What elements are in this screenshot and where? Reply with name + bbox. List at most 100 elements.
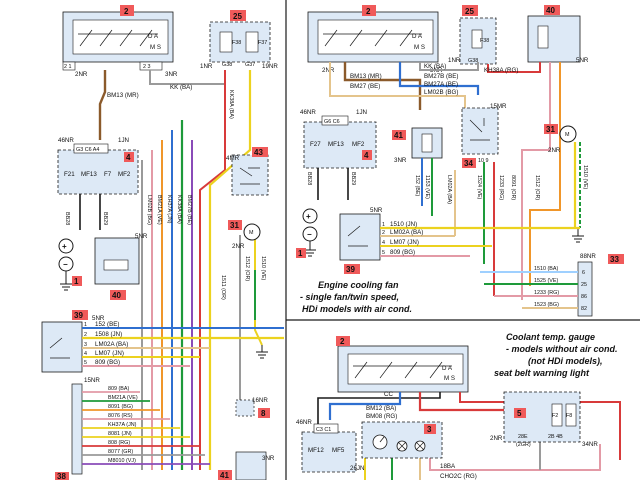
r-crow-label-4: 1523 (BG) — [534, 302, 559, 308]
b-label-bm12: BM12 (BA) — [366, 405, 396, 412]
wire-kk-grey — [149, 70, 226, 85]
ref-badge-1-label: 1 — [74, 277, 79, 286]
r-motor-31 — [559, 125, 577, 143]
fuse-f37 — [245, 31, 259, 53]
r-ref-badge-4-label: 4 — [364, 151, 369, 160]
r-label-5nr-39: 5NR — [370, 207, 383, 214]
r-ref-badge-4 — [362, 150, 372, 160]
mrow-label-9: M8010 (VJ) — [108, 458, 136, 464]
r-srow-pin-2: 2 — [382, 230, 385, 236]
b-switch-contacts — [353, 361, 452, 379]
b-fuse-f2 — [551, 403, 563, 427]
ref-badge-43-label: 43 — [254, 148, 263, 157]
r-crow-pin-1: 6 — [582, 270, 585, 276]
battery-ground — [60, 271, 72, 291]
b-fuse-f8 — [565, 403, 577, 427]
connector-15nr — [71, 383, 83, 475]
vlabel-kh37a: KH37A (JN) — [166, 195, 172, 224]
label-bb29: BB29 — [102, 212, 108, 225]
mrow-label-8: 8077 (GR) — [108, 449, 133, 455]
r-label-15mr: 15MR — [490, 103, 507, 110]
b-ignition-inner — [347, 353, 464, 385]
pin-g38-label: G38 — [222, 62, 232, 68]
row-label-4: LM07 (JN) — [95, 350, 124, 357]
vlabel-1510-left: 1510 (VE) — [260, 256, 266, 280]
r-srow-pin-4: 5 — [382, 250, 385, 256]
r-label-2nr: 2NR — [322, 67, 335, 74]
r-wire-black-fuse — [317, 168, 349, 200]
r-ref-badge-1-label: 1 — [298, 249, 303, 258]
row-pin-3: 3 — [84, 342, 87, 348]
ref-badge-41-left-label: 41 — [220, 471, 229, 480]
fuse-f38 — [219, 31, 233, 53]
row-pin-1: 1 — [84, 322, 87, 328]
r-fusebox-pins — [321, 115, 349, 126]
switch-contacts — [78, 29, 158, 47]
r-srow-label-4: 809 (BG) — [390, 249, 415, 256]
label-46nr: 46NR — [58, 137, 74, 144]
component-39-box — [41, 321, 83, 373]
r-switch-contacts — [323, 29, 422, 47]
r-crow-pin-2: 25 — [581, 282, 587, 288]
r-vlabel-1512: 1512 (OR) — [534, 175, 540, 200]
r-wire-red — [487, 62, 541, 73]
r-ignition-inner — [317, 19, 434, 55]
vlabel-kk38a-2: KK38A (BA) — [228, 90, 234, 119]
b-pins-2b4b: 2B 4B — [548, 434, 563, 440]
motor-31 — [243, 223, 261, 241]
b-ref-badge-5-label: 5 — [517, 409, 522, 418]
r-component-40 — [527, 15, 581, 63]
r-srow-label-1: 1510 (JN) — [390, 221, 417, 228]
row-label-5: 809 (BG) — [95, 359, 120, 366]
r-ref-badge-25 — [462, 5, 478, 16]
r-ground — [572, 228, 584, 243]
r-ref-badge-41-label: 41 — [394, 131, 403, 140]
r-vlabel-1233: 1233 (RG) — [498, 175, 504, 200]
b-pin-2gr: (2GR) — [516, 442, 531, 448]
r-wire-pink — [521, 62, 551, 300]
b-label-bm08: BM08 (RG) — [366, 413, 397, 420]
vlabel-1511-left: 1511 (OR) — [220, 275, 226, 300]
fuse-mf2: MF2 — [118, 171, 131, 178]
r-crow-pin-4: 82 — [581, 306, 587, 312]
connector-8 — [235, 399, 255, 417]
right-diagram: D A M S 2 2NR 3NR 25 F38 G38 1NR 40 5NR … — [296, 5, 624, 317]
b-fusebox-pins — [313, 423, 339, 434]
fuse-mf13: MF13 — [81, 171, 97, 178]
b-ref-badge-3-label: 3 — [427, 425, 432, 434]
r-vlabel-lm02a: LM02A (BA) — [446, 175, 452, 204]
label-5nr-39: 5NR — [92, 315, 105, 322]
label-5nr-40: 5NR — [135, 233, 148, 240]
r-ref-badge-39 — [344, 264, 360, 274]
r-ref-badge-31 — [544, 124, 558, 134]
fusebox-4-pins: G3 C6 A4 — [76, 147, 99, 153]
r-label-1nr: 1NR — [448, 57, 461, 64]
b-caption-4: seat belt warning light — [494, 368, 590, 378]
r-ref-badge-40-label: 40 — [546, 6, 555, 15]
wire-yellow-2 — [254, 230, 263, 346]
r-crow-pin-3: 86 — [581, 294, 587, 300]
ref-badge-40 — [110, 290, 126, 300]
r-crow-label-3: 1233 (RG) — [534, 290, 559, 296]
battery-plus-sign: + — [62, 242, 67, 251]
r-srow-pin-1: 1 — [382, 222, 385, 228]
label-2nr: 2NR — [75, 71, 88, 78]
r-caption-1: Engine cooling fan — [318, 280, 399, 290]
mrow-label-1: 809 (BA) — [108, 386, 129, 392]
label-2nr-motor: 2NR — [232, 243, 245, 250]
r-relay-34-contacts — [469, 118, 490, 141]
ref-badge-4-label: 4 — [126, 153, 131, 162]
r-vlabel-1510: 1510 (VE) — [582, 165, 588, 189]
label-bb28: BB28 — [64, 212, 70, 225]
r-ref-badge-34-label: 34 — [464, 159, 473, 168]
ref-badge-1 — [72, 276, 82, 286]
r-caption-3: HDi models with air cond. — [302, 304, 412, 314]
ref-badge-38-label: 38 — [57, 472, 66, 480]
r-ref-badge-1 — [296, 248, 306, 258]
mrow-label-3: 8091 (BG) — [108, 404, 133, 410]
fuse-f21: F21 — [64, 171, 75, 178]
r-vlabel-1524: 1524 (VE) — [476, 175, 482, 199]
mrow-label-6: 8081 (JN) — [108, 431, 132, 437]
b-label-2nr: 2NR — [490, 435, 503, 442]
r-ref-badge-2 — [362, 5, 376, 16]
